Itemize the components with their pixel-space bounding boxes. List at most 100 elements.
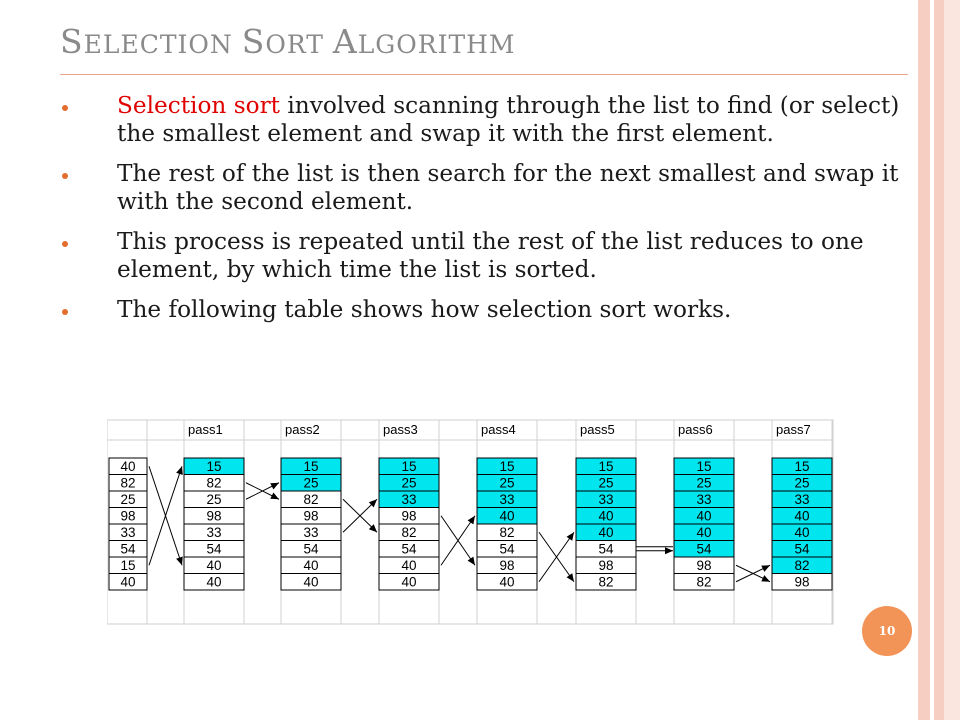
table-cell-value: 40: [696, 509, 711, 524]
table-cell-value: 54: [598, 542, 614, 557]
table-cell-value: 82: [598, 575, 613, 590]
table-cell-value: 40: [401, 558, 416, 573]
pass-header: pass6: [678, 422, 713, 437]
swap-arrowhead-icon: [566, 573, 574, 582]
table-cell-value: 82: [120, 476, 135, 491]
swap-arrowhead-icon: [665, 547, 673, 555]
pass-header: pass4: [481, 422, 516, 437]
bullet-list: Selection sort involved scanning through…: [60, 92, 920, 336]
table-cell-value: 40: [794, 509, 809, 524]
table-cell-value: 40: [120, 575, 135, 590]
table-cell-value: 25: [206, 492, 221, 507]
decor-stripe: [934, 0, 944, 720]
table-cell-value: 33: [499, 492, 514, 507]
table-cell-value: 40: [499, 509, 514, 524]
title-part: A: [332, 22, 358, 61]
swap-arrowhead-icon: [761, 565, 770, 572]
table-cell-value: 98: [120, 509, 135, 524]
bullet-highlight: Selection sort: [117, 92, 280, 119]
table-cell: [108, 573, 148, 591]
bullet-dot-icon: [62, 309, 68, 315]
decor-stripe: [930, 0, 934, 720]
table-cell-value: 15: [598, 459, 613, 474]
table-cell-value: 15: [206, 459, 221, 474]
table-cell-value: 25: [120, 492, 135, 507]
pass-header: pass7: [776, 422, 811, 437]
table-cell-value: 15: [499, 459, 514, 474]
table-cell-value: 25: [794, 476, 809, 491]
table-cell-value: 33: [598, 492, 613, 507]
swap-arrowhead-icon: [368, 524, 377, 533]
table-cell-value: 82: [696, 575, 711, 590]
bullet-text: involved scanning through the list to fi…: [117, 92, 900, 147]
table-cell-value: 40: [206, 575, 221, 590]
table-cell: [476, 573, 538, 591]
page-number-badge: 10: [862, 606, 912, 656]
swap-arrowhead-icon: [467, 515, 475, 525]
table-cell: [378, 573, 440, 591]
title-part: lgorithm: [357, 30, 516, 59]
table-cell-value: 82: [303, 492, 318, 507]
table-cell: [575, 573, 637, 591]
title-part: S: [241, 22, 266, 61]
title-part: election: [83, 30, 242, 59]
table-cell-value: 54: [120, 542, 136, 557]
bullet-text: The rest of the list is then search for …: [117, 160, 899, 215]
table-cell-value: 33: [303, 525, 318, 540]
table-cell-value: 15: [696, 459, 711, 474]
pass-header: pass5: [580, 422, 615, 437]
table-cell-value: 40: [499, 575, 514, 590]
table-cell-value: 33: [696, 492, 711, 507]
table-cell: [183, 573, 245, 591]
swap-arrowhead-icon: [467, 556, 475, 566]
table-cell-value: 98: [794, 575, 809, 590]
bullet-item: This process is repeated until the rest …: [60, 228, 920, 284]
swap-arrowhead-icon: [566, 532, 574, 541]
swap-arrowhead-icon: [761, 575, 770, 582]
swap-arrowhead-icon: [270, 492, 279, 500]
table-cell-value: 33: [120, 525, 135, 540]
table-cell-value: 33: [206, 525, 221, 540]
table-cell-value: 82: [499, 525, 514, 540]
pass-header: pass1: [188, 422, 223, 437]
decor-stripe: [944, 0, 960, 720]
table-cell-value: 40: [696, 525, 711, 540]
swap-arrow: [440, 515, 476, 566]
table-cell-value: 25: [696, 476, 711, 491]
table-cell-value: 54: [401, 542, 417, 557]
bullet-item: The following table shows how selection …: [60, 296, 920, 324]
table-cell-value: 25: [401, 476, 416, 491]
table-cell-value: 54: [499, 542, 515, 557]
bullet-text: The following table shows how selection …: [117, 296, 732, 323]
table-cell-value: 82: [401, 525, 416, 540]
title-part: S: [60, 22, 84, 61]
table-cell: [771, 573, 833, 591]
table-cell-value: 98: [696, 558, 711, 573]
bullet-text: This process is repeated until the rest …: [117, 228, 864, 283]
swap-arrowhead-icon: [270, 482, 279, 490]
pass-header: pass2: [285, 422, 320, 437]
swap-arrowhead-icon: [368, 499, 377, 508]
pass-header: pass3: [383, 422, 418, 437]
table-cell-value: 40: [401, 575, 416, 590]
table-cell-value: 40: [303, 575, 318, 590]
swap-arrowhead-icon: [176, 466, 183, 475]
table-cell-value: 98: [401, 509, 416, 524]
swap-arrowhead-icon: [176, 556, 183, 566]
table-cell-value: 25: [598, 476, 613, 491]
table-cell-value: 54: [303, 542, 319, 557]
table-cell-value: 33: [794, 492, 809, 507]
table-cell-value: 82: [794, 558, 809, 573]
table-cell-value: 54: [794, 542, 810, 557]
table-cell-value: 98: [206, 509, 221, 524]
table-cell-value: 25: [499, 476, 514, 491]
table-cell-value: 40: [120, 459, 135, 474]
title-part: ort: [265, 30, 333, 59]
table-cell-value: 15: [303, 459, 318, 474]
table-cell-value: 15: [120, 558, 135, 573]
decor-stripe: [918, 0, 930, 720]
title-divider: [60, 74, 908, 75]
table-cell-value: 98: [499, 558, 514, 573]
table-cell-value: 40: [598, 525, 613, 540]
